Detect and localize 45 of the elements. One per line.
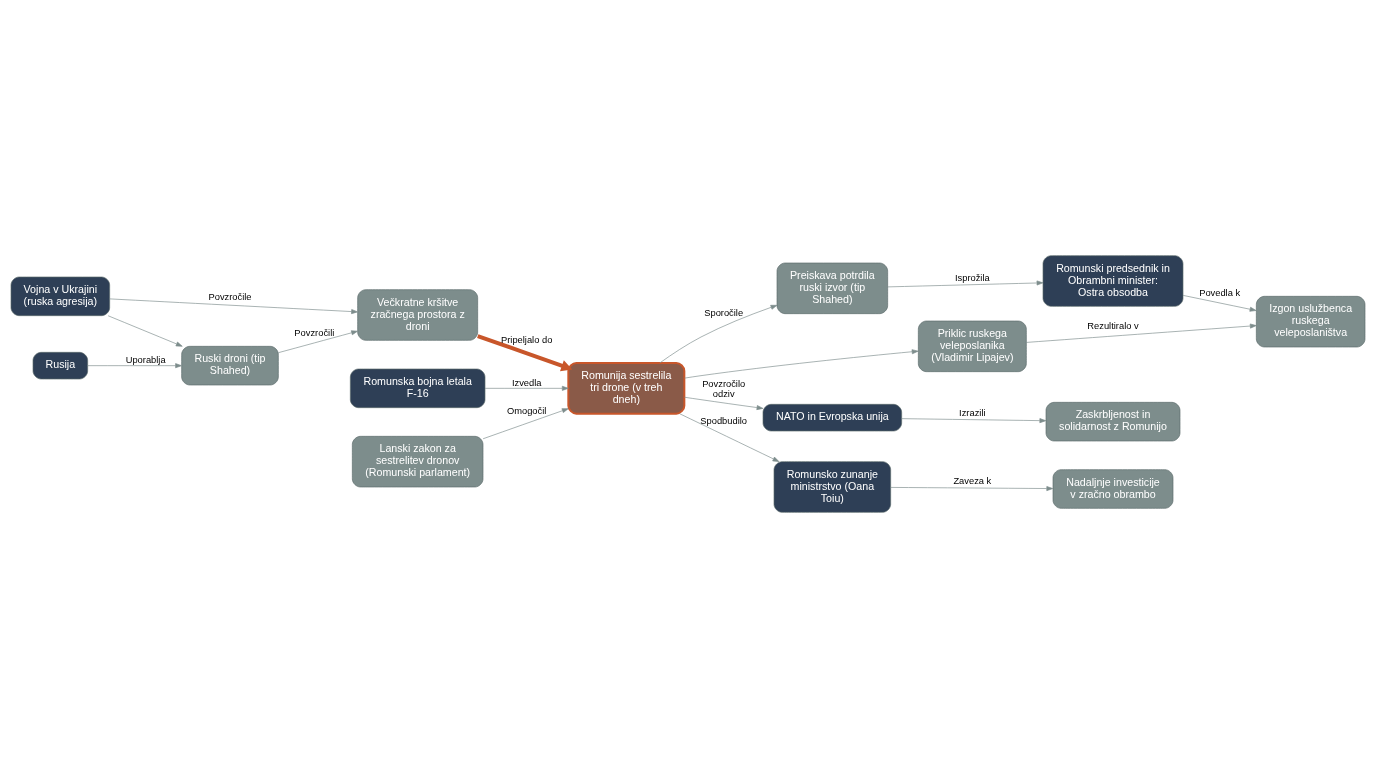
arrow xyxy=(887,280,1044,288)
node-box: Vojna v Ukrajini (ruska agresija) xyxy=(10,276,110,316)
edge-label: Sporočile xyxy=(704,307,744,318)
edge-label: Zaveza k xyxy=(953,476,992,487)
arrow xyxy=(278,330,358,354)
edge-label: Izrazili xyxy=(959,408,986,419)
edge-label: Pripeljalo do xyxy=(500,335,553,346)
edge-label: Rezultiralo v xyxy=(1087,321,1139,332)
arrow xyxy=(109,298,358,314)
edge-label: Povzročili xyxy=(294,328,335,339)
node-box: Priklic ruskega veleposlanika (Vladimir Lipajev) xyxy=(918,320,1027,372)
node-box: Preiskava potrdila ruski izvor (tip Shahed) xyxy=(776,262,888,314)
node-box: Lanski zakon za sestrelitev dronov (Romunski parlament) xyxy=(352,436,484,488)
arrow xyxy=(1182,295,1257,312)
node-box: Nadaljnje investicije v zračno obrambo xyxy=(1052,469,1174,509)
node-box: Večkratne kršitve zračnega prostora z droni xyxy=(357,289,478,341)
node-box: NATO in Evropska unija xyxy=(762,404,902,432)
edge-label: Spodbudilo xyxy=(700,415,748,426)
node-box: Romunska bojna letala F-16 xyxy=(350,368,486,408)
edge-label: Isprožila xyxy=(954,273,990,284)
edge-label: Izvedla xyxy=(511,377,542,388)
arrow xyxy=(890,486,1054,491)
node-box: Ruski droni (tip Shahed) xyxy=(181,346,279,386)
node-box: Zaskrbljenost in solidarnost z Romunijo xyxy=(1045,402,1181,442)
node-box: Romunsko zunanje ministrstvo (Oana Toiu) xyxy=(773,461,891,513)
edge-label: Povzročilo odziv xyxy=(702,379,746,400)
edge-label: Omogočil xyxy=(506,405,547,416)
node-box: Izgon uslužbenca ruskega veleposlaništva xyxy=(1256,296,1366,348)
arrow xyxy=(684,396,764,410)
edge-label: Uporablja xyxy=(125,355,166,366)
edge-label: Povzročile xyxy=(208,292,252,303)
node-box: Rusija xyxy=(32,352,88,380)
arrow xyxy=(484,385,569,391)
arrow xyxy=(107,315,183,347)
arrow xyxy=(684,349,919,379)
arrow xyxy=(1026,323,1257,343)
arrow xyxy=(659,304,778,364)
arrow xyxy=(679,413,780,462)
arrow xyxy=(482,408,569,440)
arrow xyxy=(901,418,1047,424)
node-box: Romunski predsednik in Obrambni minister: Ostra obsodba xyxy=(1042,255,1184,307)
edge-label: Povedla k xyxy=(1199,288,1241,299)
node-box: Romunija sestrelila tri drone (v treh dneh) xyxy=(567,362,686,415)
arrow xyxy=(87,363,182,369)
arrow xyxy=(477,334,573,372)
